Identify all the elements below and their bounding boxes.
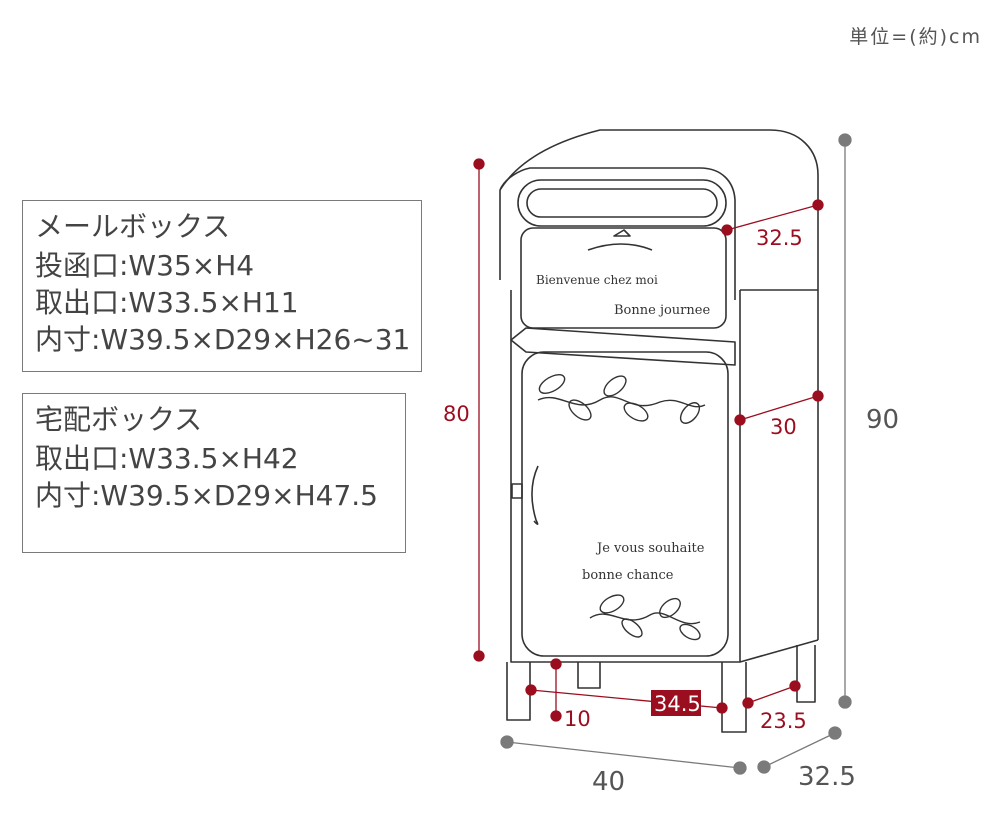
lower-door-handle [531,465,539,526]
hood-outline [499,129,819,640]
lower-door-text-1: Je vous souhaite [595,541,705,556]
width-40-line [506,741,741,769]
depth-30-line [739,395,819,421]
depth-overall-start-dot [757,760,771,774]
mailbox-outline [499,129,819,733]
height-80-end-dot [473,650,485,662]
mail-slot-inner [526,188,718,218]
depth-overall-end-dot [828,726,842,740]
leg-depth-end-dot [789,680,801,692]
parcel-box-title: 宅配ボックス [35,403,203,436]
lower-door [521,351,729,657]
leg-back-right [796,645,816,703]
total-height-label: 90 [866,405,899,435]
door-latch [511,483,523,499]
front-body [510,290,741,663]
leg-front-right [721,662,747,733]
divider-ledge [510,327,736,366]
overall-width-label: 40 [592,767,625,797]
leg-width-start-dot [525,684,537,696]
height-80-start-dot [473,158,485,170]
upper-door-text-1: Bienvenue chez moi [536,273,658,287]
depth-overall-line [763,732,836,768]
parcel-box-outlet-spec: 取出口:W33.5×H42 [35,442,299,475]
depth-30-end-dot [812,390,824,402]
middle-depth-label: 30 [770,415,797,439]
body-height-label: 80 [443,402,470,426]
width-40-start-dot [500,735,514,749]
top-depth-label: 32.5 [756,226,803,250]
gray-dimension-lines [500,133,852,775]
leg-width-label: 34.5 [654,692,701,716]
leg-width-label-bg [651,690,701,716]
leg-height-label: 10 [564,707,591,731]
lower-door-text-2: bonne chance [582,568,674,583]
vine-decoration-bottom [589,594,701,641]
leg-depth-label: 23.5 [760,709,807,733]
height-90-end-dot [838,695,852,709]
depth-32-5-start-dot [721,224,733,236]
depth-32-5-end-dot [812,199,824,211]
mail-box-spec-panel: メールボックス 投函口:W35×H4 取出口:W33.5×H11 内寸:W39.… [22,200,422,372]
depth-30-start-dot [734,414,746,426]
key-icon [613,229,631,237]
leg-height-end-dot [550,710,562,722]
width-40-end-dot [733,761,747,775]
mail-slot [517,179,727,227]
overall-depth-label: 32.5 [798,762,856,792]
depth-32-5-line [726,204,819,231]
parcel-box-inner-spec: 内寸:W39.5×D29×H47.5 [35,479,378,512]
hood-front-edge [499,167,736,300]
mail-box-outlet-spec: 取出口:W33.5×H11 [35,286,299,319]
side-bottom-edge [739,639,819,663]
upper-door-text-2: Bonne journee [614,303,710,318]
height-90-start-dot [838,133,852,147]
leg-width-end-dot [716,702,728,714]
upper-door [520,227,727,329]
parcel-box-spec-panel: 宅配ボックス 取出口:W33.5×H42 内寸:W39.5×D29×H47.5 [22,393,406,553]
leg-depth-start-dot [742,697,754,709]
mail-box-title: メールボックス [35,210,231,243]
upper-door-handle [587,243,653,251]
leg-back-left [577,662,601,689]
vine-decoration-top [537,374,706,424]
leg-height-start-dot [550,658,562,670]
leg-depth-line [747,685,796,704]
mail-box-inner-spec: 内寸:W39.5×D29×H26~31 [35,323,411,356]
mail-box-slot-spec: 投函口:W35×H4 [35,249,255,282]
unit-label: 単位=(約)cm [849,26,982,48]
